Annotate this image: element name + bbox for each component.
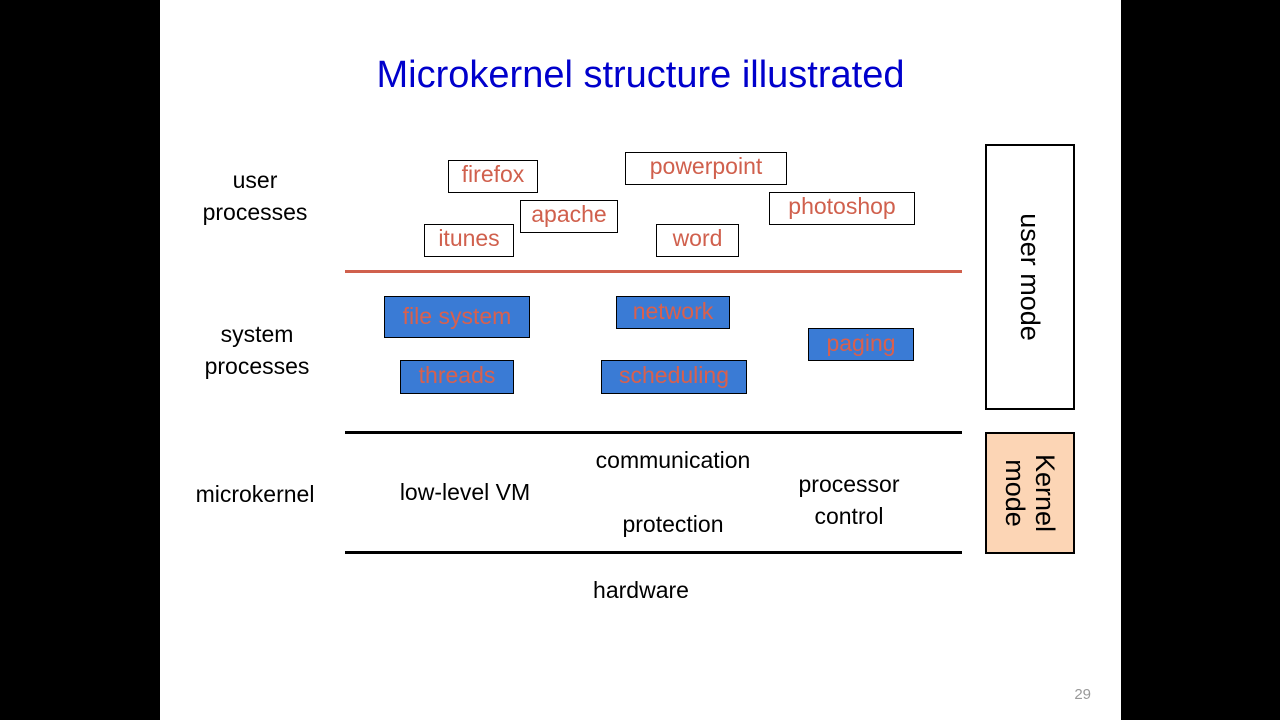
kernel-service-communication: communication <box>595 447 751 473</box>
process-powerpoint: powerpoint <box>625 152 787 185</box>
kernel-mode-label: Kernel mode <box>1000 454 1060 532</box>
service-file-system: file system <box>384 296 530 338</box>
layer-label-user-line2: processes <box>202 199 308 225</box>
service-threads: threads <box>400 360 514 394</box>
kernel-service-vm: low-level VM <box>399 479 531 505</box>
kernel-service-processor-control-line2: control <box>814 503 884 529</box>
service-scheduling: scheduling <box>601 360 747 394</box>
layer-label-microkernel: microkernel <box>195 481 315 507</box>
kernel-mode-label-line1: Kernel <box>1030 453 1060 533</box>
kernel-service-processor-control-line1: processor <box>798 471 900 497</box>
process-firefox: firefox <box>448 160 538 193</box>
process-word: word <box>656 224 739 257</box>
system-microkernel-divider <box>345 431 962 434</box>
layer-label-user-line1: user <box>232 167 278 193</box>
process-itunes: itunes <box>424 224 514 257</box>
process-apache: apache <box>520 200 618 233</box>
service-network: network <box>616 296 730 329</box>
kernel-service-processor-control: processor control <box>764 468 934 532</box>
layer-label-hardware: hardware <box>593 577 689 603</box>
service-paging: paging <box>808 328 914 361</box>
layer-label-system-line1: system <box>220 321 294 347</box>
process-photoshop: photoshop <box>769 192 915 225</box>
kernel-service-protection: protection <box>622 511 724 537</box>
layer-label-system: system processes <box>182 318 332 382</box>
user-system-divider <box>345 270 962 273</box>
user-mode-label: user mode <box>1015 213 1045 341</box>
layer-label-user: user processes <box>180 164 330 228</box>
user-mode-box: user mode <box>985 144 1075 410</box>
page-number: 29 <box>1074 686 1091 703</box>
slide: Microkernel structure illustrated user p… <box>160 0 1121 720</box>
kernel-mode-label-line2: mode <box>1000 459 1030 527</box>
layer-label-system-line2: processes <box>204 353 310 379</box>
kernel-mode-box: Kernel mode <box>985 432 1075 554</box>
microkernel-hardware-divider <box>345 551 962 554</box>
slide-title: Microkernel structure illustrated <box>376 54 905 96</box>
